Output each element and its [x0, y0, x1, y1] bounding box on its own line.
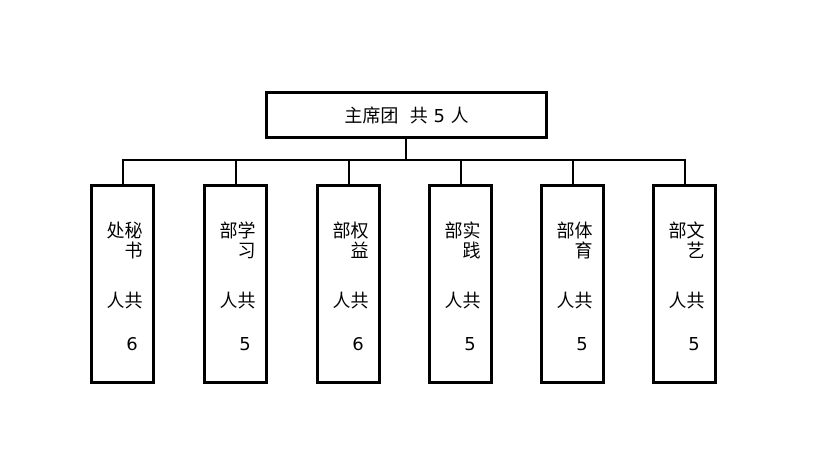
dept-box-rights: 权益部 共 6 人: [316, 184, 381, 384]
dept-name: 秘书处: [103, 221, 143, 261]
dept-member-count: 共 5 人: [553, 290, 593, 357]
branch-connector: [348, 159, 350, 184]
branch-connector: [684, 159, 686, 184]
dept-box-practice: 实践部 共 5 人: [428, 184, 493, 384]
dept-member-count: 共 5 人: [216, 290, 256, 357]
root-box-presidium: 主席团 共 5 人: [265, 91, 548, 139]
branch-connector: [122, 159, 124, 184]
dept-box-arts: 文艺部 共 5 人: [652, 184, 717, 384]
branch-connector: [460, 159, 462, 184]
root-connector: [405, 139, 407, 160]
branch-connector: [572, 159, 574, 184]
dept-name: 学习部: [216, 221, 256, 261]
dept-member-count: 共 6 人: [329, 290, 369, 357]
dept-box-study: 学习部 共 5 人: [203, 184, 268, 384]
dept-member-count: 共 5 人: [665, 290, 705, 357]
root-label: 主席团 共 5 人: [344, 106, 469, 127]
horizontal-bus: [122, 159, 684, 161]
dept-box-secretariat: 秘书处 共 6 人: [90, 184, 155, 384]
branch-connector: [235, 159, 237, 184]
dept-name: 体育部: [553, 221, 593, 261]
dept-name: 文艺部: [665, 221, 705, 261]
dept-box-sports: 体育部 共 5 人: [540, 184, 605, 384]
dept-name: 实践部: [441, 221, 481, 261]
dept-member-count: 共 6 人: [103, 290, 143, 357]
dept-member-count: 共 5 人: [441, 290, 481, 357]
dept-name: 权益部: [329, 221, 369, 261]
